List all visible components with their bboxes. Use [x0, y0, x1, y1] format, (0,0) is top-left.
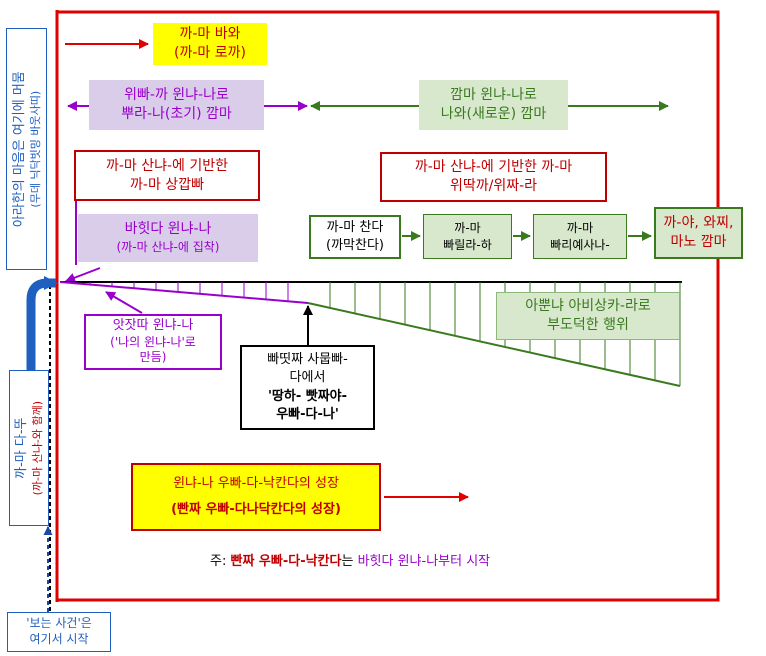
green-action-box: 아뿐냐 아비상카-라로 부도덕한 행위: [496, 292, 680, 340]
chain-box-3-line2: 빠리예사나-: [550, 237, 610, 252]
left-vertical-box: 아라한의 마음은 여기에 머뭄 (무데 닉닥빗밍 바웃사띠): [6, 28, 47, 270]
chain-box-2-line1: 까-마: [454, 221, 481, 236]
left-red-vertical-line1: 까-마 다-뚜: [13, 417, 29, 479]
chain-box-3-line1: 까-마: [566, 221, 594, 236]
red-right-line1: 까-마 산냐-에 기반한 까-마: [414, 159, 573, 176]
blue-curved-arrow: [26, 276, 58, 370]
chain-box-3: 까-마 빠리예사나-: [533, 214, 627, 259]
bottom-blue-line2: 여기서 시작: [29, 632, 89, 646]
purple-lower-line2: ('나의 윈냐-나'로: [110, 334, 196, 349]
chain-box-1-line1: 까-마 찬다: [326, 220, 384, 236]
purple-lower-box: 앗잣따 윈냐-나 ('나의 윈냐-나'로 만듬): [84, 314, 222, 370]
bottom-blue-box: '보는 사건'은 여기서 시작: [7, 612, 111, 652]
note-prefix: 주:: [210, 554, 231, 569]
black-box-line4: 우빠-다-나': [276, 406, 339, 422]
purple-lower-arrow: [105, 291, 143, 314]
red-left-line2: 까-마 상깝빠: [130, 176, 204, 193]
purple-arrow-to-origin: [65, 267, 101, 283]
chain-box-2: 까-마 빠릴라-하: [423, 214, 512, 259]
top-yellow-line1: 까-마 바와: [179, 26, 241, 43]
left-vertical-line1: 아라한의 마음은 여기에 머뭄: [11, 71, 27, 227]
growth-line1: 윈냐-나 우빠-다-낙칸다의 성장: [173, 476, 339, 492]
purple-mid-line2: (까-마 산냐-에 집착): [116, 240, 220, 255]
black-box: 빠띳짜 사뭅빠- 다에서 '땅하- 빳짜야- 우빠-다-나': [240, 345, 375, 430]
purple-top-box: 위빠-까 윈냐-나로 뿌라-나(초기) 깜마: [89, 80, 264, 130]
left-vertical-line2: (무데 닉닥빗밍 바웃사띠): [27, 90, 41, 208]
black-box-line1: 빠띳짜 사뭅빠-: [267, 352, 348, 368]
purple-top-line2: 뿌라-나(초기) 깜마: [121, 106, 232, 122]
purple-mid-box: 바힛다 윈냐-나 (까-마 산냐-에 집착): [78, 214, 258, 262]
growth-line2: (빤짜 우빠-다나닥칸다의 성장): [171, 502, 341, 518]
chain-box-4: 까-야, 와찌, 마노 깜마: [654, 207, 743, 259]
note-middle: 는: [341, 554, 358, 569]
bottom-blue-line1: '보는 사건'은: [26, 616, 92, 631]
purple-slant-line: [59, 281, 309, 304]
green-action-line1: 아뿐냐 아비상카-라로: [525, 298, 651, 315]
green-top-line1: 깜마 윈냐-나로: [450, 87, 537, 104]
red-right-box: 까-마 산냐-에 기반한 까-마 위딱까/위짜-라: [380, 152, 607, 202]
chain-box-4-line2: 마노 깜마: [670, 234, 727, 250]
red-left-line1: 까-마 산냐-에 기반한: [105, 157, 229, 174]
black-box-line2: 다에서: [289, 370, 326, 386]
growth-box: 윈냐-나 우빠-다-낙칸다의 성장 (빤짜 우빠-다나닥칸다의 성장): [131, 463, 381, 531]
red-frame: [57, 10, 720, 602]
purple-hatching: [89, 282, 289, 301]
purple-lower-line3: 만듬): [139, 350, 167, 365]
purple-top-line1: 위빠-까 윈냐-나로: [124, 87, 229, 104]
red-right-line2: 위딱까/위짜-라: [449, 178, 538, 194]
red-left-box: 까-마 산냐-에 기반한 까-마 상깝빠: [74, 150, 260, 201]
purple-lower-line1: 앗잣따 윈냐-나: [112, 317, 194, 333]
green-action-line2: 부도덕한 행위: [547, 317, 629, 333]
green-top-box: 깜마 윈냐-나로 나와(새로운) 깜마: [419, 80, 568, 130]
chain-box-1: 까-마 찬다 (까막찬다): [309, 215, 401, 259]
green-top-line2: 나와(새로운) 깜마: [440, 106, 547, 122]
top-yellow-box: 까-마 바와 (까-마 로까): [153, 23, 267, 65]
left-red-vertical-line2: (까-마 산냐-와 함께): [30, 400, 44, 496]
chain-box-2-line2: 빠릴라-하: [443, 237, 492, 252]
left-red-vertical-box: 까-마 다-뚜 (까-마 산냐-와 함께): [9, 370, 49, 526]
top-yellow-line2: (까-마 로까): [174, 45, 246, 61]
chain-box-4-line1: 까-야, 와찌,: [663, 215, 734, 232]
black-box-line3: '땅하- 빳짜야-: [267, 388, 348, 404]
note-purple-part: 바힛다 윈냐-나부터 시작: [357, 554, 491, 569]
green-slant-line: [307, 302, 681, 387]
note-line: 주: 빤짜 우빠-다-낙칸다는 바힛다 윈냐-나부터 시작: [210, 550, 490, 569]
chain-box-1-line2: (까막찬다): [326, 238, 384, 253]
purple-mid-line1: 바힛다 윈냐-나: [124, 221, 212, 238]
note-red-part: 빤짜 우빠-다-낙칸다: [230, 554, 342, 569]
